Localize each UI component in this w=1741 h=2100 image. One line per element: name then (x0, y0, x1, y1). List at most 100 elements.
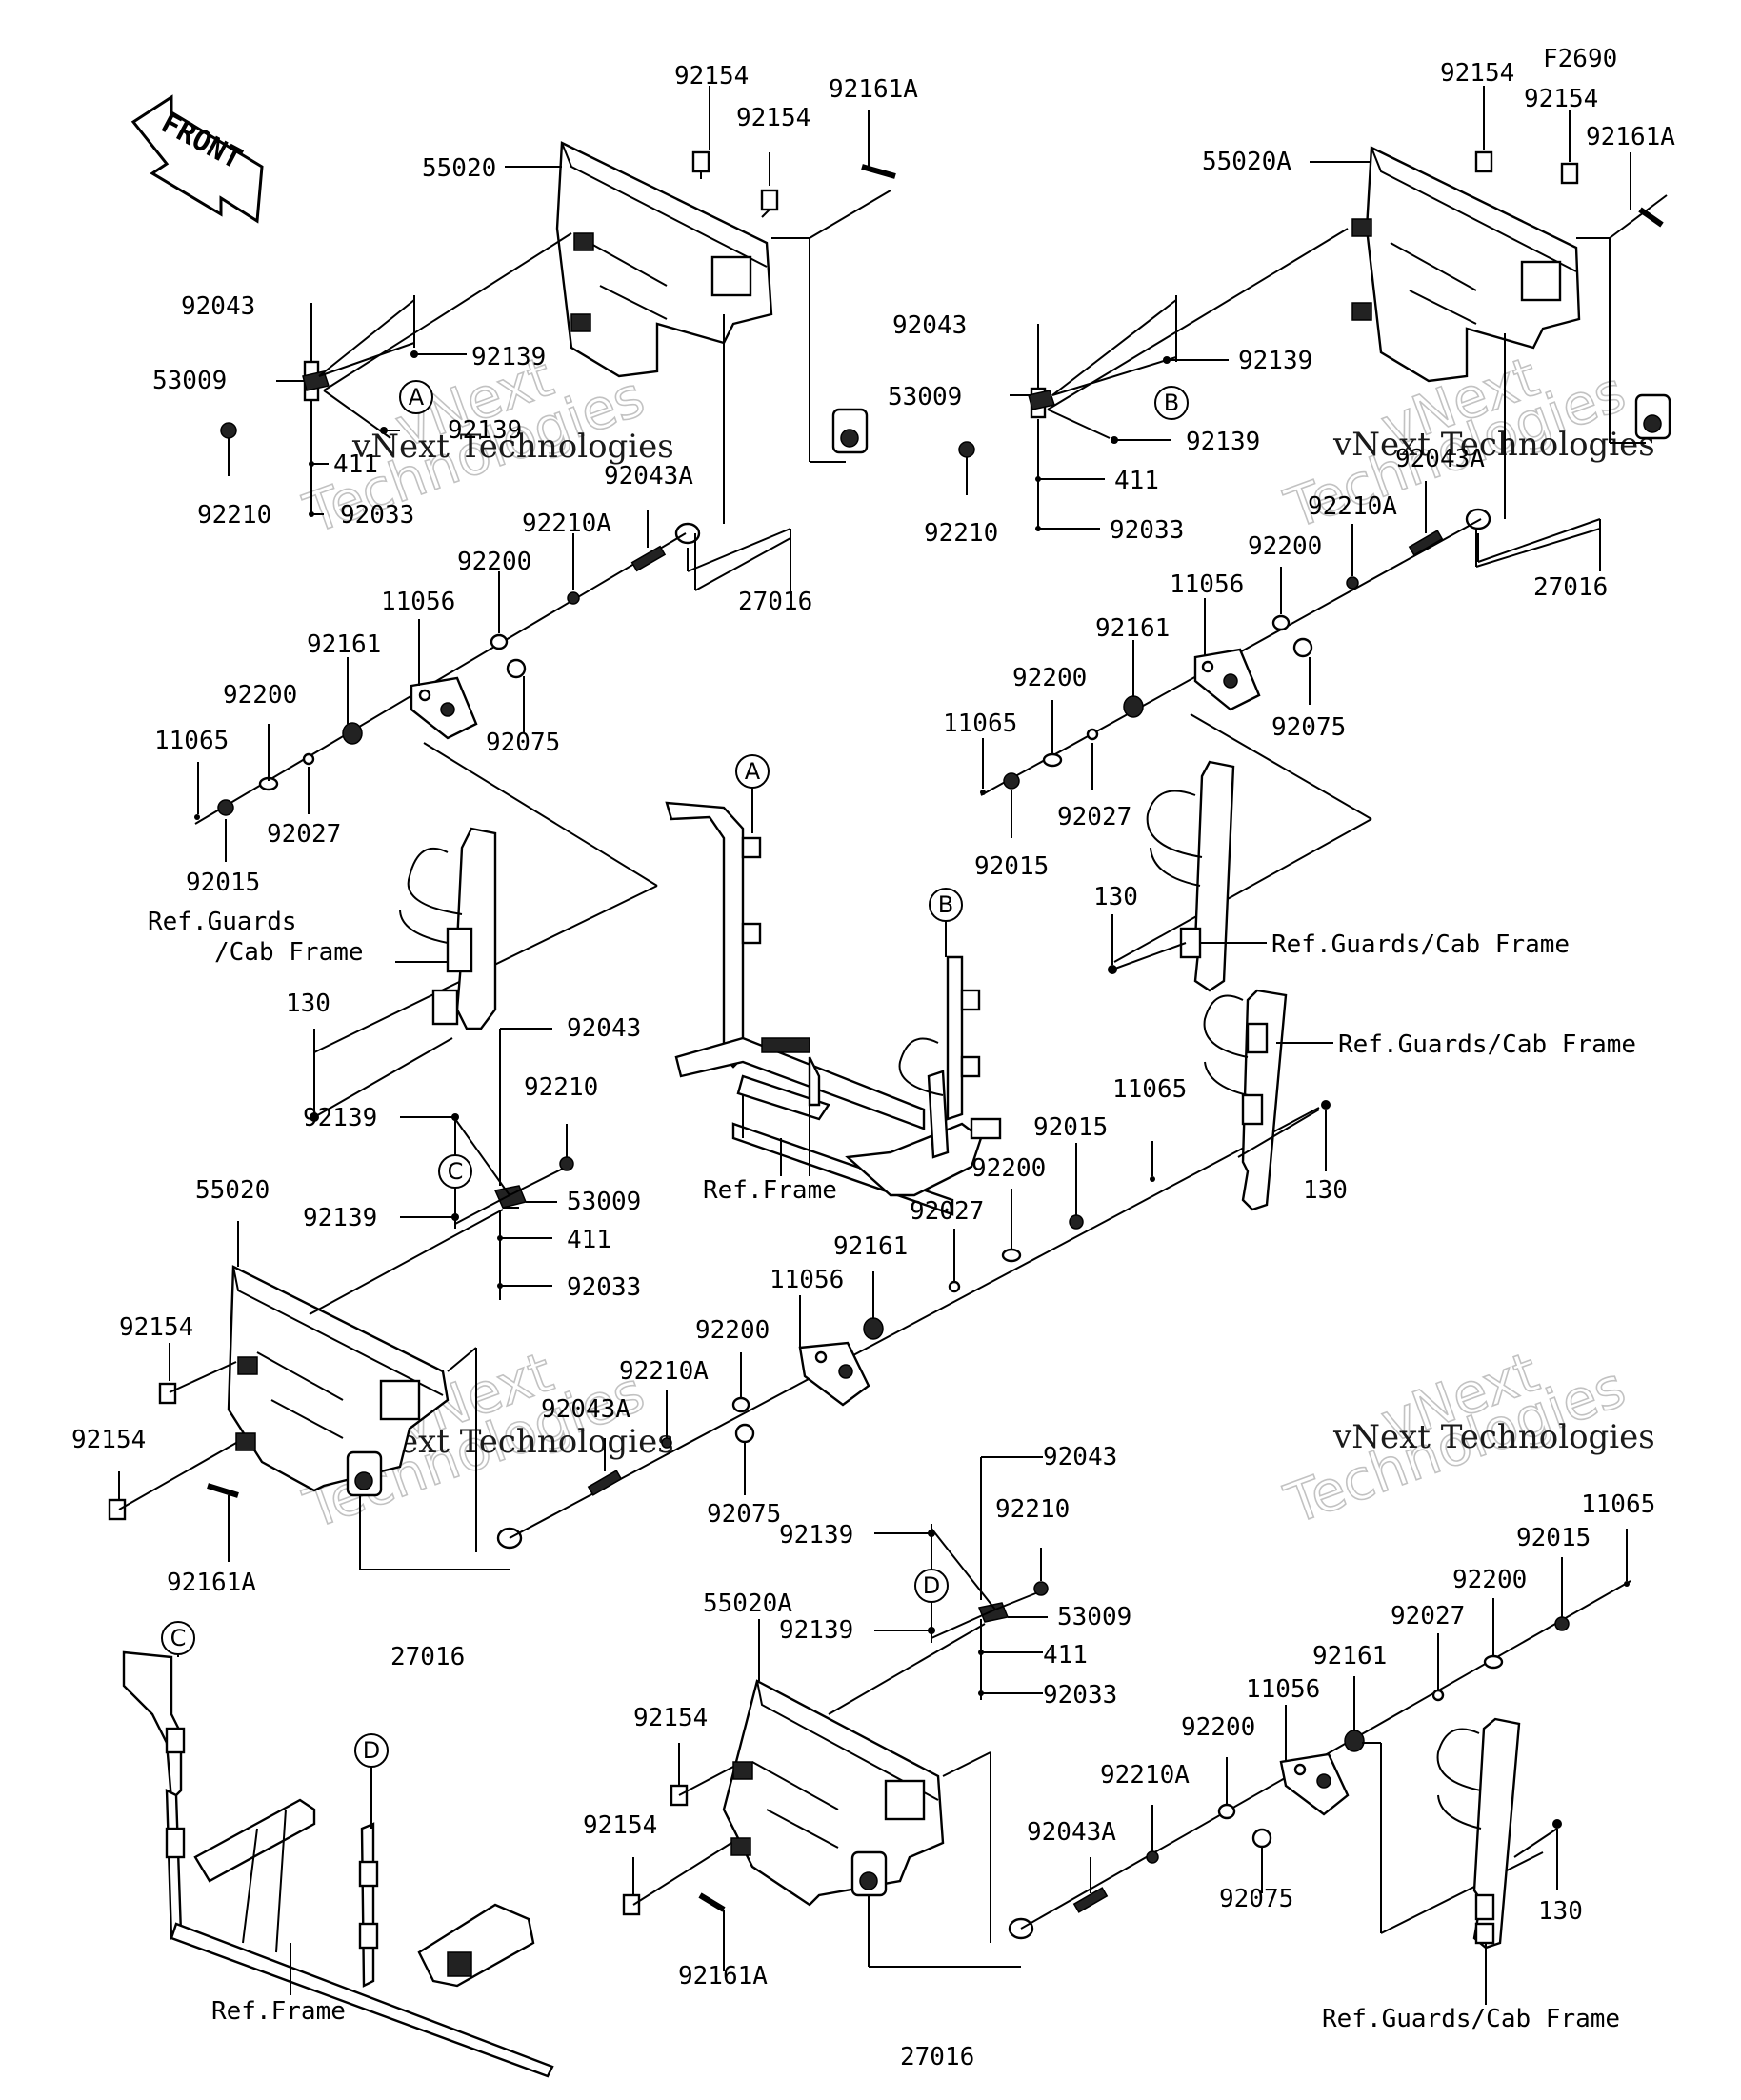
label-27016: 27016 (1533, 573, 1608, 602)
callout-b: B (929, 888, 963, 922)
label-92043A: 92043A (1027, 1818, 1116, 1847)
label-92043: 92043 (181, 292, 255, 321)
label-92043: 92043 (1043, 1443, 1117, 1471)
label-130: 130 (1303, 1176, 1348, 1205)
label-92210: 92210 (924, 519, 998, 548)
label-92210A: 92210A (1308, 492, 1397, 521)
label-ref-frame: Ref.Frame (703, 1176, 837, 1205)
svg-text:B: B (938, 891, 953, 918)
bolt-92043A (1408, 530, 1444, 556)
label-411: 411 (1043, 1641, 1088, 1670)
label-92043A: 92043A (1395, 445, 1485, 473)
label-92043A: 92043A (541, 1395, 630, 1424)
bolt-92154 (108, 1498, 127, 1521)
label-92210: 92210 (197, 501, 271, 530)
label-92033: 92033 (1110, 516, 1184, 545)
label-ref-guards-cab-frame: Ref.Guards/Cab Frame (1322, 2005, 1620, 2033)
label-ref-guards-cab-frame: Ref.Guards/Cab Frame (1338, 1030, 1636, 1059)
label-92043A: 92043A (604, 462, 693, 490)
watermark-text: vNext Technologies (1332, 426, 1655, 464)
label-92075: 92075 (1271, 713, 1346, 742)
label-ref-cab-frame: /Cab Frame (214, 938, 364, 967)
label-92015: 92015 (1516, 1524, 1591, 1552)
callout-d: D (914, 1569, 949, 1603)
label-92043: 92043 (567, 1014, 641, 1043)
latch-27016 (1634, 393, 1671, 440)
label-92210A: 92210A (522, 510, 611, 538)
label-27016: 27016 (900, 2043, 974, 2071)
label-92161: 92161 (1312, 1642, 1387, 1670)
label-411: 411 (1114, 467, 1159, 495)
label-92033: 92033 (340, 501, 414, 530)
label-92210: 92210 (524, 1073, 598, 1102)
label-92210: 92210 (995, 1495, 1070, 1524)
bolt-92154 (760, 189, 779, 218)
label-130: 130 (1093, 883, 1138, 911)
svg-text:A: A (745, 758, 761, 785)
label-92139: 92139 (303, 1204, 377, 1232)
guard-post (1436, 1717, 1521, 1950)
label-92200: 92200 (1181, 1713, 1255, 1742)
label-ref-guards: Ref.Guards (148, 908, 297, 936)
label-92139: 92139 (1186, 428, 1260, 456)
step-box-55020A (722, 1679, 945, 1907)
label-53009: 53009 (567, 1188, 641, 1216)
svg-text:B: B (1164, 390, 1179, 416)
label-92210A: 92210A (619, 1357, 709, 1386)
label-92027: 92027 (910, 1197, 984, 1226)
label-92161A: 92161A (1586, 123, 1675, 151)
label-11065: 11065 (1112, 1075, 1187, 1104)
label-92154: 92154 (119, 1313, 193, 1342)
step-box-55020 (227, 1265, 450, 1492)
label-92015: 92015 (974, 852, 1049, 881)
label-92154: 92154 (1524, 85, 1598, 113)
label-92200: 92200 (1452, 1566, 1527, 1594)
label-92154: 92154 (583, 1811, 657, 1840)
label-53009: 53009 (888, 383, 962, 411)
label-411: 411 (567, 1226, 611, 1254)
label-11056: 11056 (1246, 1675, 1320, 1704)
label-92154: 92154 (1440, 59, 1514, 88)
label-92154: 92154 (674, 62, 749, 90)
label-411: 411 (333, 450, 378, 479)
label-55020A: 55020A (703, 1590, 792, 1618)
bolt-92154 (622, 1893, 641, 1916)
label-11065: 11065 (943, 710, 1017, 738)
label-92075: 92075 (486, 729, 560, 757)
label-92210A: 92210A (1100, 1761, 1190, 1790)
label-92161A: 92161A (167, 1569, 256, 1597)
svg-text:D: D (363, 1737, 380, 1764)
label-11056: 11056 (381, 588, 455, 616)
guard-post (1203, 989, 1288, 1211)
label-92015: 92015 (186, 869, 260, 897)
label-11065: 11065 (154, 727, 229, 755)
label-92015: 92015 (1033, 1113, 1108, 1142)
front-arrow-icon: FRONT (130, 94, 264, 224)
label-92043: 92043 (892, 311, 967, 340)
assembly-top-left (194, 86, 896, 1122)
label-92154: 92154 (71, 1426, 146, 1454)
label-92027: 92027 (1057, 803, 1131, 831)
bolt-92043A (630, 545, 667, 572)
bolt-92043A (1072, 1887, 1109, 1913)
label-92154: 92154 (736, 104, 810, 132)
label-92075: 92075 (1219, 1885, 1293, 1913)
bolt-92154 (691, 150, 710, 179)
latch-27016 (346, 1450, 383, 1497)
svg-text:C: C (170, 1625, 187, 1651)
label-130: 130 (1538, 1897, 1583, 1926)
label-92027: 92027 (1391, 1602, 1465, 1630)
label-92139: 92139 (1238, 347, 1312, 375)
assembly-top-right (958, 86, 1671, 992)
frame-center (665, 801, 1002, 1216)
callout-a: A (735, 754, 770, 789)
label-92161: 92161 (833, 1232, 908, 1261)
label-55020: 55020 (422, 154, 496, 183)
callout-c: C (161, 1621, 195, 1655)
label-92161: 92161 (307, 630, 381, 659)
label-11065: 11065 (1581, 1490, 1655, 1519)
watermark-text: vNext Technologies (1332, 1418, 1655, 1456)
label-11056: 11056 (770, 1266, 844, 1294)
callout-b: B (1154, 386, 1189, 420)
